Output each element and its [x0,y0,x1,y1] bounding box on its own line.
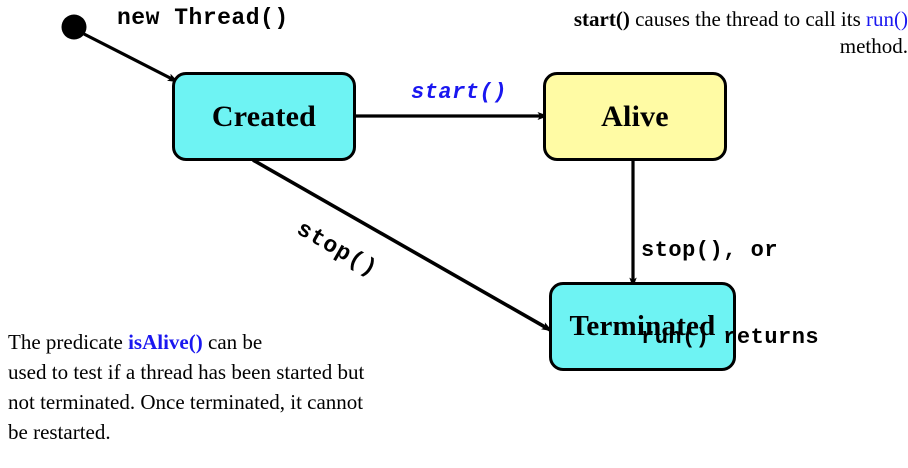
note-isalive-predicate: The predicate isAlive() can be used to t… [8,327,488,447]
note-start-causes-run: start() causes the thread to call its ru… [508,6,908,60]
note-start-keyword: start() [573,7,630,31]
transition-label-stop-or-run-returns: stop(), or run() returns [641,178,819,410]
edge-created-to-terminated [252,158,553,333]
state-node-created[interactable]: Created [172,72,356,161]
state-label-terminated: Terminated [569,310,716,342]
transition-label-stop-or-run-line2: run() returns [641,325,820,350]
note-isalive-keyword: isAlive() [128,330,203,354]
state-label-alive: Alive [601,99,669,133]
transition-label-start: start() [411,80,507,105]
note-isalive-line3: not terminated. Once terminated, it cann… [8,390,364,414]
edge-init-to-created [83,32,179,84]
note-run-keyword: run() [866,7,908,31]
transition-label-new-thread: new Thread() [117,5,289,31]
note-isalive-text-post: can be [202,330,263,354]
transition-label-stop-or-run-line1: stop(), or [641,238,779,263]
note-isalive-line4: be restarted. [8,420,111,444]
state-node-alive[interactable]: Alive [543,72,727,161]
note-start-text-part1: causes the thread to call its [629,7,861,31]
note-isalive-text-pre: The predicate [8,330,129,354]
note-start-text-part2: method. [839,34,908,58]
state-node-terminated[interactable]: Terminated [549,282,736,371]
transition-label-stop: stop() [292,216,383,283]
note-isalive-line2: used to test if a thread has been starte… [8,360,365,384]
state-label-created: Created [211,99,317,133]
initial-state-dot [61,14,87,40]
